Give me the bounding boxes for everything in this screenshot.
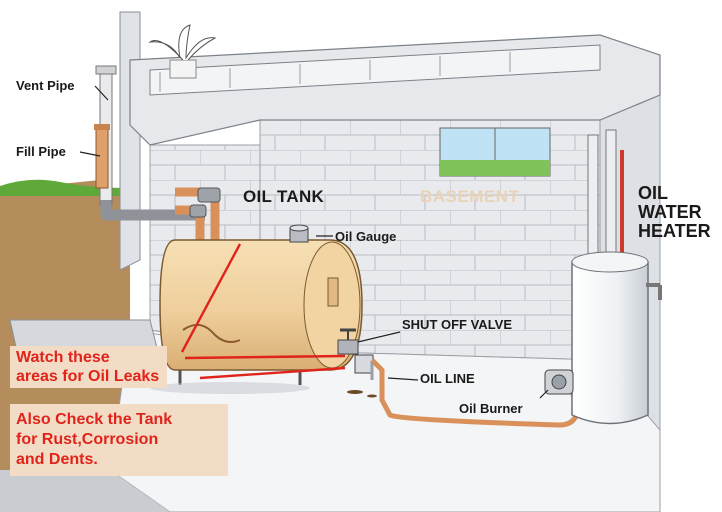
oil-burner-icon [545, 370, 573, 394]
shut-off-valve-label: SHUT OFF VALVE [402, 317, 512, 332]
fill-pipe-icon [94, 124, 110, 188]
window [440, 128, 550, 176]
check-callout-line3: and Dents. [16, 450, 222, 470]
foundation-left [120, 12, 140, 270]
oil-leaks-callout: Watch these areas for Oil Leaks [10, 346, 167, 388]
vent-pipe-label: Vent Pipe [16, 78, 75, 93]
basement-label: BASEMENT [420, 187, 519, 207]
oil-tank-label: OIL TANK [243, 187, 324, 207]
heater-label-line3: HEATER [638, 222, 711, 241]
oil-gauge-label: Oil Gauge [335, 229, 396, 244]
oil-burner-label: Oil Burner [459, 401, 523, 416]
check-callout-line1: Also Check the Tank [16, 410, 222, 430]
fill-pipe-label: Fill Pipe [16, 144, 66, 159]
check-callout-line2: for Rust,Corrosion [16, 430, 222, 450]
heater-label-line2: WATER [638, 203, 711, 222]
heater-label-line1: OIL [638, 184, 711, 203]
oil-gauge-icon [290, 225, 308, 242]
leaks-callout-line1: Watch these [16, 348, 159, 367]
water-heater-label: OIL WATER HEATER [638, 184, 711, 241]
leaks-callout-line2: areas for Oil Leaks [16, 367, 159, 386]
tank-check-callout: Also Check the Tank for Rust,Corrosion a… [10, 404, 228, 476]
oil-line-label: OIL LINE [420, 371, 475, 386]
